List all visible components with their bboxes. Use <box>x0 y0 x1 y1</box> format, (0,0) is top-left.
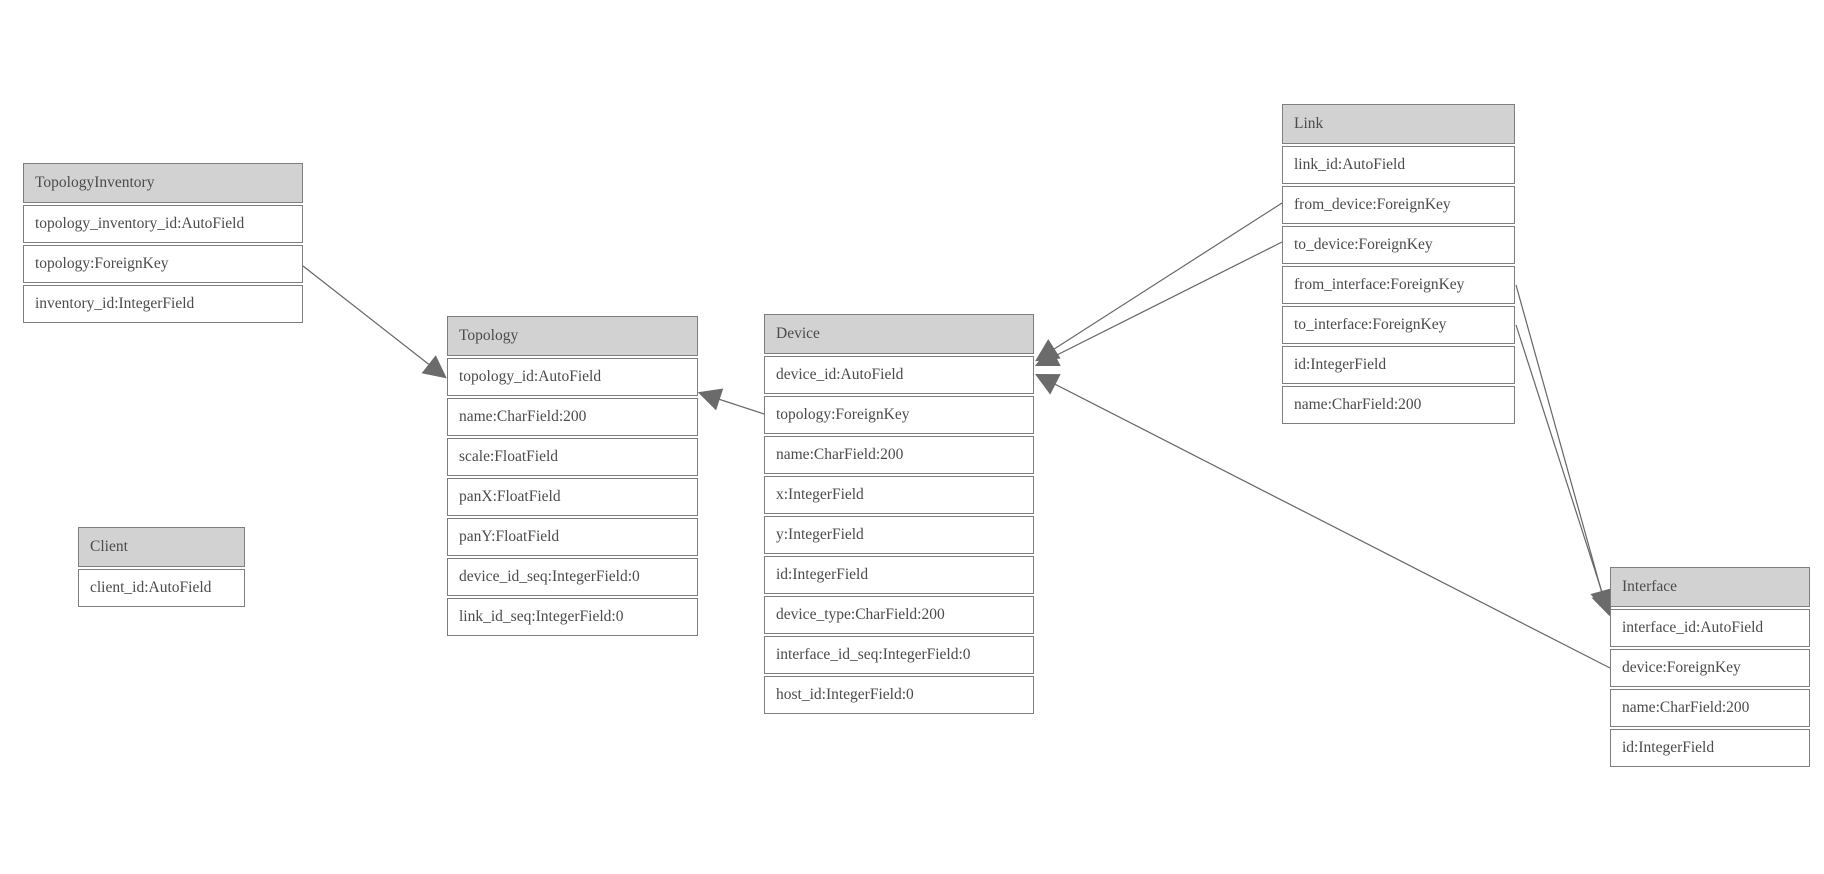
entity-field-row: name:CharField:200 <box>447 398 698 436</box>
entity-field-row: id:IntegerField <box>1282 346 1515 384</box>
entity-field-row: to_interface:ForeignKey <box>1282 306 1515 344</box>
entity-field-row: id:IntegerField <box>1610 729 1810 767</box>
entity-field-row: scale:FloatField <box>447 438 698 476</box>
connector-link-from-device-device <box>1035 202 1283 362</box>
entity-field-row: from_interface:ForeignKey <box>1282 266 1515 304</box>
entity-field-row: name:CharField:200 <box>1282 386 1515 424</box>
entity-field-row: id:IntegerField <box>764 556 1034 594</box>
entity-field-row: topology_id:AutoField <box>447 358 698 396</box>
entity-field-row: panY:FloatField <box>447 518 698 556</box>
entity-header: Interface <box>1610 567 1810 607</box>
connector-topologyinventory-topology <box>302 265 447 379</box>
entity-header: TopologyInventory <box>23 163 303 203</box>
entity-field-row: y:IntegerField <box>764 516 1034 554</box>
entity-field-row: device_id_seq:IntegerField:0 <box>447 558 698 596</box>
entity-field-row: interface_id_seq:IntegerField:0 <box>764 636 1034 674</box>
entity-field-row: link_id:AutoField <box>1282 146 1515 184</box>
entity-header: Topology <box>447 316 698 356</box>
entity-field-row: x:IntegerField <box>764 476 1034 514</box>
connector-interface-device <box>1034 373 1611 669</box>
entity-field-row: name:CharField:200 <box>764 436 1034 474</box>
entity-field-row: inventory_id:IntegerField <box>23 285 303 323</box>
connector-link-to-interface-interface <box>1515 324 1614 617</box>
entity-field-row: topology:ForeignKey <box>23 245 303 283</box>
entity-field-row: name:CharField:200 <box>1610 689 1810 727</box>
connector-link-to-device-device <box>1034 241 1283 367</box>
entity-field-row: client_id:AutoField <box>78 569 245 607</box>
entity-field-row: from_device:ForeignKey <box>1282 186 1515 224</box>
entity-field-row: device_type:CharField:200 <box>764 596 1034 634</box>
entity-field-row: interface_id:AutoField <box>1610 609 1810 647</box>
entity-header: Link <box>1282 104 1515 144</box>
entity-field-row: device:ForeignKey <box>1610 649 1810 687</box>
entity-header: Device <box>764 314 1034 354</box>
connector-device-topology <box>697 388 765 415</box>
connector-link-from-interface-interface <box>1515 284 1613 614</box>
entity-field-row: link_id_seq:IntegerField:0 <box>447 598 698 636</box>
entity-field-row: device_id:AutoField <box>764 356 1034 394</box>
entity-field-row: host_id:IntegerField:0 <box>764 676 1034 714</box>
entity-field-row: topology_inventory_id:AutoField <box>23 205 303 243</box>
entity-header: Client <box>78 527 245 567</box>
entity-field-row: topology:ForeignKey <box>764 396 1034 434</box>
entity-field-row: panX:FloatField <box>447 478 698 516</box>
entity-field-row: to_device:ForeignKey <box>1282 226 1515 264</box>
